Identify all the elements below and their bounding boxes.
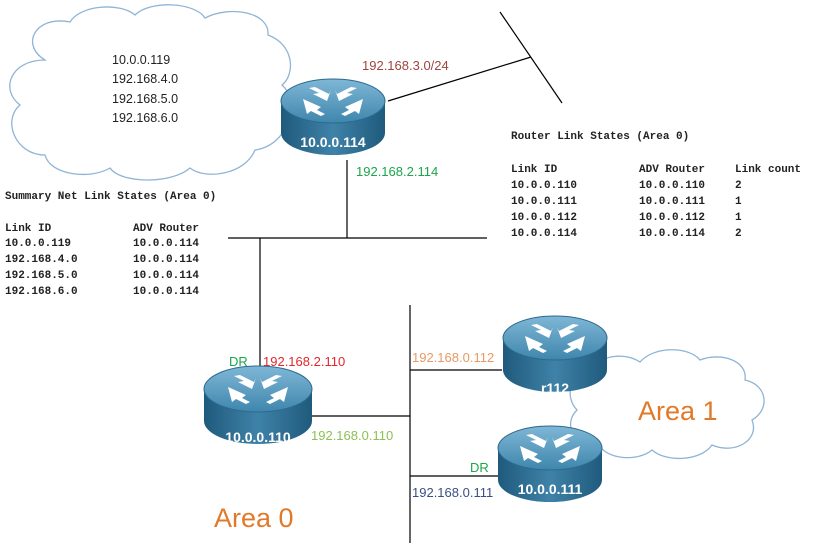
cloud-line: 192.168.4.0 [112,72,178,86]
r112-interface-label: 192.168.0.112 [412,350,494,365]
table-title: Router Link States (Area 0) [511,131,689,143]
table-row: 10.0.0.112 10.0.0.112 1 [511,212,742,224]
r110-right-interface-label: 192.168.0.110 [311,428,393,443]
router-name: r112 [541,380,569,396]
router-r112[interactable]: r112 [502,315,608,396]
svg-text:10.0.0.111: 10.0.0.111 [639,196,705,208]
svg-text:2: 2 [735,180,742,192]
table-header: ADV Router [133,223,199,235]
table-row: 10.0.0.111 10.0.0.111 1 [511,196,742,208]
table-header: Link count [735,164,801,176]
svg-text:10.0.0.114: 10.0.0.114 [639,228,705,240]
svg-text:10.0.0.114: 10.0.0.114 [133,286,199,298]
svg-text:10.0.0.114: 10.0.0.114 [133,270,199,282]
router-name: 10.0.0.114 [300,134,366,150]
svg-text:10.0.0.112: 10.0.0.112 [511,212,577,224]
svg-text:10.0.0.114: 10.0.0.114 [511,228,577,240]
table-row: 192.168.5.0 10.0.0.114 [5,270,199,282]
router-link-states-table: Router Link States (Area 0) Link ID ADV … [511,131,801,240]
table-header: ADV Router [639,164,705,176]
cloud-line: 192.168.5.0 [112,92,178,106]
router-r114[interactable]: 10.0.0.114 [280,78,386,155]
table-header: Link ID [5,223,52,235]
area-0-label: Area 0 [214,503,294,533]
cloud-line: 192.168.6.0 [112,111,178,125]
table-row: 192.168.4.0 10.0.0.114 [5,254,199,266]
svg-text:10.0.0.114: 10.0.0.114 [133,238,199,250]
router-name: 10.0.0.110 [225,429,291,445]
table-title: Summary Net Link States (Area 0) [5,191,216,203]
subnet-3-label: 192.168.3.0/24 [362,58,449,73]
table-row: 10.0.0.114 10.0.0.114 2 [511,228,742,240]
svg-text:10.0.0.114: 10.0.0.114 [133,254,199,266]
r111-dr-label: DR [470,460,489,475]
svg-text:192.168.4.0: 192.168.4.0 [5,254,78,266]
svg-text:10.0.0.112: 10.0.0.112 [639,212,705,224]
cloud-line: 10.0.0.119 [112,53,170,67]
cloud-left-text: 10.0.0.119 192.168.4.0 192.168.5.0 192.1… [112,53,178,125]
svg-text:1: 1 [735,196,742,208]
svg-text:10.0.0.110: 10.0.0.110 [639,180,705,192]
svg-text:10.0.0.119: 10.0.0.119 [5,238,71,250]
area-1-label: Area 1 [638,396,718,426]
r110-dr-label: DR [229,354,248,369]
svg-text:10.0.0.110: 10.0.0.110 [511,180,577,192]
svg-text:192.168.6.0: 192.168.6.0 [5,286,78,298]
svg-text:1: 1 [735,212,742,224]
links [228,11,563,543]
router-name: 10.0.0.111 [518,481,583,497]
r114-to-segment3-link [387,56,532,102]
table-row: 10.0.0.110 10.0.0.110 2 [511,180,742,192]
router-r110[interactable]: 10.0.0.110 [203,365,313,445]
table-row: 192.168.6.0 10.0.0.114 [5,286,199,298]
svg-text:10.0.0.111: 10.0.0.111 [511,196,577,208]
svg-text:192.168.5.0: 192.168.5.0 [5,270,78,282]
r111-interface-label: 192.168.0.111 [412,485,493,500]
r114-interface-label: 192.168.2.114 [356,164,438,179]
router-r111[interactable]: 10.0.0.111 [497,425,603,502]
summary-link-states-table: Summary Net Link States (Area 0) Link ID… [5,191,216,298]
table-header: Link ID [511,164,558,176]
svg-text:2: 2 [735,228,742,240]
r110-top-interface-label: 192.168.2.110 [263,354,345,369]
table-row: 10.0.0.119 10.0.0.114 [5,238,199,250]
